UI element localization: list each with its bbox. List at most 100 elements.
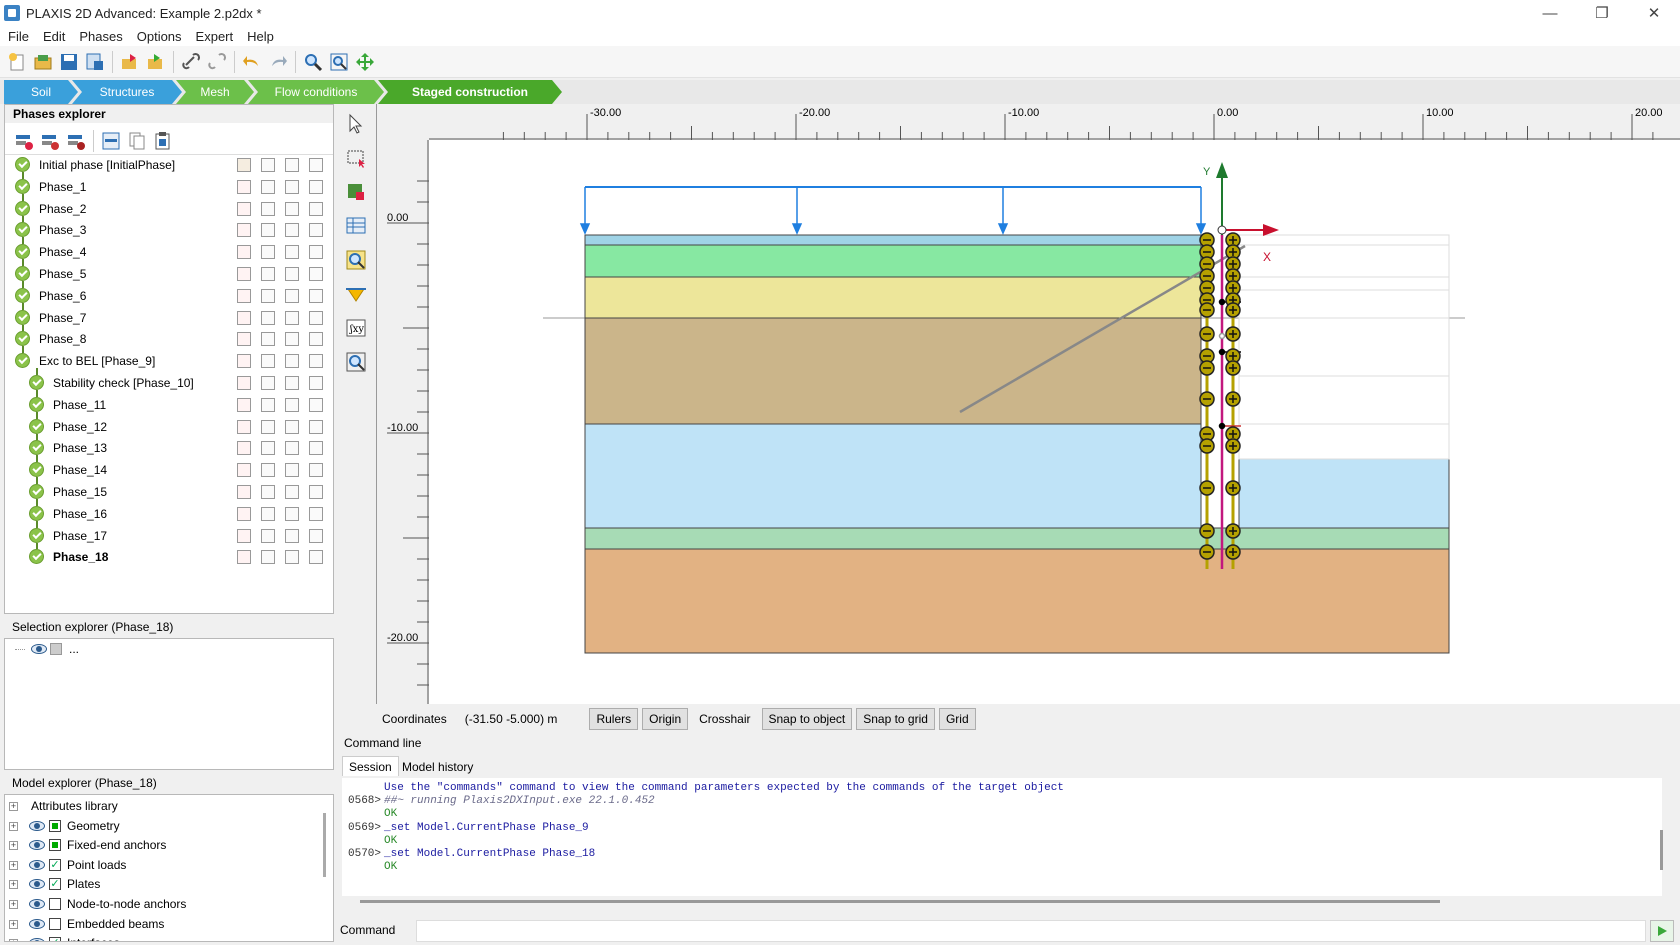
phase-pore-pressure-icon[interactable] <box>285 397 299 412</box>
model-tree-item[interactable]: +Fixed-end anchors <box>5 836 315 855</box>
phase-pore-pressure-icon[interactable] <box>285 310 299 325</box>
phase-loading-type-icon[interactable] <box>261 267 275 281</box>
menu-help[interactable]: Help <box>247 28 274 44</box>
phase-pore-pressure-icon[interactable] <box>285 201 299 216</box>
phase-thermal-icon[interactable] <box>309 267 323 281</box>
phase-row[interactable]: Exc to BEL [Phase_9] <box>5 351 333 371</box>
phase-pore-pressure-icon[interactable] <box>285 506 299 521</box>
unlink-icon[interactable] <box>206 51 228 73</box>
phase-thermal-icon[interactable] <box>309 550 323 565</box>
phase-pore-pressure-icon[interactable] <box>285 419 299 434</box>
model-tree-item[interactable]: +Geometry <box>5 817 315 836</box>
phase-loading-type-icon[interactable] <box>261 528 275 543</box>
pan-icon[interactable] <box>354 51 376 73</box>
phase-calculation-type-icon[interactable] <box>237 267 251 281</box>
command-horizontal-scrollbar[interactable] <box>360 900 1440 903</box>
phase-loading-type-icon[interactable] <box>261 550 275 565</box>
zoom-window-icon[interactable] <box>342 348 370 376</box>
water-level-icon[interactable] <box>342 280 370 308</box>
link-icon[interactable] <box>180 51 202 73</box>
phase-row[interactable]: Phase_2 <box>5 199 333 219</box>
export-icon[interactable] <box>145 51 167 73</box>
undo-icon[interactable] <box>241 51 263 73</box>
formula-icon[interactable]: ʃxy <box>342 314 370 342</box>
phase-thermal-icon[interactable] <box>309 441 323 456</box>
phase-row[interactable]: Phase_16 <box>5 504 333 524</box>
edit-phase-icon[interactable] <box>100 130 122 152</box>
phase-row[interactable]: Stability check [Phase_10] <box>5 373 333 393</box>
visibility-eye-icon[interactable] <box>29 899 45 909</box>
phase-calculation-type-icon[interactable] <box>237 376 251 390</box>
model-tree-item[interactable]: +✓Point loads <box>5 856 315 875</box>
visibility-checkbox[interactable]: ✓ <box>49 878 61 891</box>
selection-checkbox[interactable] <box>50 643 62 655</box>
minimize-button[interactable]: — <box>1542 4 1558 22</box>
soil-layer-top[interactable] <box>584 234 1202 246</box>
expand-icon[interactable]: + <box>9 859 18 870</box>
model-explorer-scrollbar[interactable] <box>323 813 326 877</box>
phase-row[interactable]: Initial phase [InitialPhase] <box>5 155 333 175</box>
visibility-eye-icon[interactable] <box>31 644 47 654</box>
close-button[interactable]: ✕ <box>1647 5 1661 22</box>
phase-pore-pressure-icon[interactable] <box>285 463 299 478</box>
phase-pore-pressure-icon[interactable] <box>285 376 299 390</box>
phase-row[interactable]: Phase_15 <box>5 482 333 502</box>
expand-icon[interactable]: + <box>9 879 18 890</box>
visibility-eye-icon[interactable] <box>29 879 45 890</box>
phase-calculation-type-icon[interactable] <box>237 528 251 543</box>
soil-layer-light-blue-right[interactable] <box>1238 458 1450 529</box>
visibility-checkbox[interactable] <box>49 917 61 930</box>
phase-loading-type-icon[interactable] <box>261 506 275 521</box>
ground-anchor[interactable] <box>959 244 1246 414</box>
insert-phase-icon[interactable] <box>39 130 61 152</box>
tab-flow-conditions[interactable]: Flow conditions <box>248 80 384 104</box>
phase-calculation-type-icon[interactable] <box>237 463 251 478</box>
phase-calculation-type-icon[interactable] <box>237 485 251 499</box>
phase-pore-pressure-icon[interactable] <box>285 550 299 565</box>
tab-model-history[interactable]: Model history <box>402 760 474 774</box>
phase-row[interactable]: Phase_4 <box>5 242 333 262</box>
model-tree-item[interactable]: +Attributes library <box>5 797 315 816</box>
origin-toggle[interactable]: Origin <box>642 708 689 730</box>
phase-calculation-type-icon[interactable] <box>237 223 251 238</box>
phase-row[interactable]: Phase_17 <box>5 526 333 546</box>
phase-calculation-type-icon[interactable] <box>237 288 251 303</box>
phase-pore-pressure-icon[interactable] <box>285 158 299 172</box>
command-input[interactable] <box>416 920 1646 942</box>
model-tree-item[interactable]: +✓Plates <box>5 875 315 894</box>
phase-thermal-icon[interactable] <box>309 310 323 325</box>
tab-structures[interactable]: Structures <box>72 80 182 104</box>
zoom-in-icon[interactable] <box>302 51 324 73</box>
phase-loading-type-icon[interactable] <box>261 332 275 347</box>
phase-calculation-type-icon[interactable] <box>237 441 251 456</box>
phase-row[interactable]: Phase_18 <box>5 547 333 567</box>
phase-thermal-icon[interactable] <box>309 223 323 238</box>
phase-thermal-icon[interactable] <box>309 376 323 390</box>
menu-edit[interactable]: Edit <box>42 28 66 44</box>
phase-loading-type-icon[interactable] <box>261 201 275 216</box>
phase-pore-pressure-icon[interactable] <box>285 267 299 281</box>
soil-layer-yellow[interactable] <box>584 276 1202 319</box>
phase-thermal-icon[interactable] <box>309 201 323 216</box>
expand-icon[interactable]: + <box>9 918 18 929</box>
phase-calculation-type-icon[interactable] <box>237 332 251 347</box>
phase-calculation-type-icon[interactable] <box>237 179 251 194</box>
phase-thermal-icon[interactable] <box>309 288 323 303</box>
model-tree-item[interactable]: +Embedded beams <box>5 915 315 934</box>
phase-row[interactable]: Phase_5 <box>5 264 333 284</box>
phase-calculation-type-icon[interactable] <box>237 397 251 412</box>
restore-button[interactable]: ❐ <box>1595 5 1609 22</box>
expand-icon[interactable]: + <box>9 939 18 941</box>
phase-row[interactable]: Phase_14 <box>5 460 333 480</box>
phase-loading-type-icon[interactable] <box>261 441 275 456</box>
redo-icon[interactable] <box>267 51 289 73</box>
command-output-scrollbar[interactable] <box>1660 830 1663 870</box>
phase-loading-type-icon[interactable] <box>261 288 275 303</box>
soil-layer-orange[interactable] <box>584 548 1450 654</box>
phase-pore-pressure-icon[interactable] <box>285 485 299 499</box>
tab-soil[interactable]: Soil <box>4 80 78 104</box>
phase-thermal-icon[interactable] <box>309 179 323 194</box>
phase-pore-pressure-icon[interactable] <box>285 332 299 347</box>
menu-phases[interactable]: Phases <box>79 28 123 44</box>
